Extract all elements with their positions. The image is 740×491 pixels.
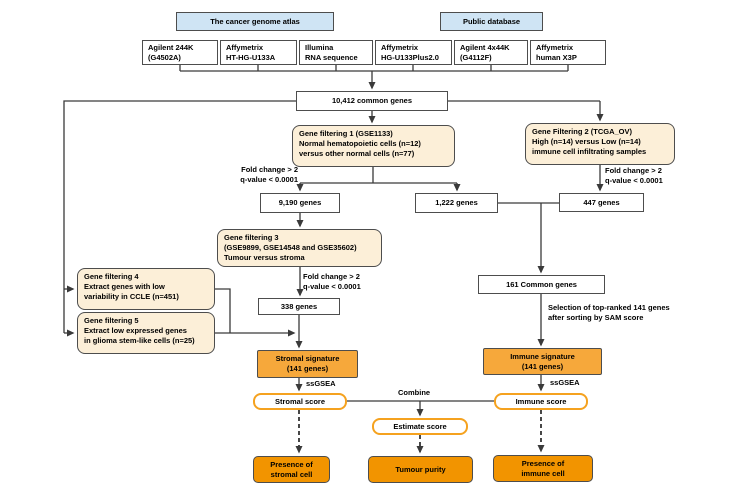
edge-label-line: q-value < 0.0001 <box>303 282 361 292</box>
platform-label: (G4502A) <box>148 52 181 62</box>
node-stromal-signature: Stromal signature (141 genes) <box>257 350 358 378</box>
edge-label-filter-2: Fold change > 2 q-value < 0.0001 <box>605 166 663 186</box>
node-estimate-score: Estimate score <box>372 418 468 435</box>
platform-label: Affymetrix <box>381 43 419 52</box>
node-immune-signature: Immune signature (141 genes) <box>483 348 602 375</box>
node-genes-447: 447 genes <box>559 193 644 212</box>
platform-label: Illumina <box>305 43 334 52</box>
node-label: stromal cell <box>270 469 313 479</box>
platform-agilent-4x44k: Agilent 4x44K (G4112F) <box>454 40 528 65</box>
edge-label-line: Fold change > 2 <box>303 272 360 281</box>
node-label: Gene filtering 1 (GSE1133) <box>299 129 393 138</box>
platform-label: HG-U133Plus2.0 <box>381 52 439 62</box>
node-label: Presence of <box>270 459 313 469</box>
node-common-genes-161: 161 Common genes <box>478 275 605 294</box>
node-label: 9,190 genes <box>278 198 322 208</box>
edge-label-filter-3: Fold change > 2 q-value < 0.0001 <box>303 272 361 292</box>
node-label: Stromal signature <box>275 354 340 364</box>
edge-label-combine: Combine <box>398 388 431 397</box>
node-label: Extract genes with low <box>84 281 165 291</box>
platform-affymetrix-hg-u133plus2: Affymetrix HG-U133Plus2.0 <box>375 40 452 65</box>
node-genes-9190: 9,190 genes <box>260 193 340 213</box>
node-label: Gene filtering 4 <box>84 272 139 281</box>
platform-illumina-rna-sequence: Illumina RNA sequence <box>299 40 373 65</box>
node-tumour-purity: Tumour purity <box>368 456 473 483</box>
edge-label-ssgsea-stromal: ssGSEA <box>306 379 336 388</box>
node-genes-1222: 1,222 genes <box>415 193 498 213</box>
node-label: High (n=14) versus Low (n=14) <box>532 136 641 146</box>
node-genes-338: 338 genes <box>258 298 340 315</box>
node-label: Estimate score <box>393 421 447 431</box>
node-label: (GSE9899, GSE14548 and GSE35602) <box>224 242 357 252</box>
node-label: Extract low expressed genes <box>84 325 187 335</box>
node-label: (141 genes) <box>521 361 564 371</box>
node-label: versus other normal cells (n=77) <box>299 148 415 158</box>
platform-label: Agilent 4x44K <box>460 43 510 52</box>
node-label: Gene filtering 5 <box>84 316 139 325</box>
node-label: (141 genes) <box>286 364 329 373</box>
node-label: Stromal score <box>274 396 326 406</box>
node-gene-filtering-4: Gene filtering 4 Extract genes with low … <box>77 268 215 310</box>
edge-label-ssgsea-immune: ssGSEA <box>550 378 580 387</box>
node-gene-filtering-2: Gene Filtering 2 (TCGA_OV) High (n=14) v… <box>525 123 675 165</box>
node-presence-of-stromal-cell: Presence of stromal cell <box>253 456 330 483</box>
node-label: 1,222 genes <box>435 198 478 208</box>
edge-label-line: Selection of top-ranked 141 genes <box>548 303 670 312</box>
node-gene-filtering-1: Gene filtering 1 (GSE1133) Normal hemato… <box>292 125 455 167</box>
node-label: Gene Filtering 2 (TCGA_OV) <box>532 127 633 136</box>
node-label: Tumour versus stroma <box>224 252 305 262</box>
node-label: 161 Common genes <box>506 279 577 289</box>
platform-label: HT-HG-U133A <box>226 52 276 62</box>
node-label: immune cell <box>521 468 565 478</box>
edge-label-line: Fold change > 2 <box>241 165 298 174</box>
platform-label: Affymetrix <box>536 43 574 52</box>
node-gene-filtering-3: Gene filtering 3 (GSE9899, GSE14548 and … <box>217 229 382 267</box>
node-label: Immune signature <box>510 351 575 361</box>
node-label: in glioma stem-like cells (n=25) <box>84 335 195 345</box>
edge-label-line: q-value < 0.0001 <box>240 175 298 185</box>
node-label: Gene filtering 3 <box>224 233 279 242</box>
node-gene-filtering-5: Gene filtering 5 Extract low expressed g… <box>77 312 215 354</box>
node-immune-score: Immune score <box>494 393 588 410</box>
node-label: Immune score <box>515 396 567 406</box>
edge-label-filter-1: Fold change > 2 q-value < 0.0001 <box>218 165 298 185</box>
edge-label-line: after sorting by SAM score <box>548 313 644 323</box>
platform-agilent-244k: Agilent 244K (G4502A) <box>142 40 218 65</box>
source-header-public-database: Public database <box>440 12 543 31</box>
platform-label: (G4112F) <box>460 52 492 62</box>
node-common-genes-10412: 10,412 common genes <box>296 91 448 111</box>
source-header-label: The cancer genome atlas <box>210 16 300 26</box>
edge-label-sam-selection: Selection of top-ranked 141 genes after … <box>548 303 670 323</box>
source-header-label: Public database <box>462 16 521 26</box>
node-presence-of-immune-cell: Presence of immune cell <box>493 455 593 482</box>
platform-label: human X3P <box>536 52 577 62</box>
source-header-tcga: The cancer genome atlas <box>176 12 334 31</box>
edge-label-line: q-value < 0.0001 <box>605 176 663 186</box>
node-label: variability in CCLE (n=451) <box>84 291 179 301</box>
edge-label-line: Fold change > 2 <box>605 166 662 175</box>
platform-affymetrix-ht-hg-u133a: Affymetrix HT-HG-U133A <box>220 40 297 65</box>
platform-label: Agilent 244K <box>148 43 194 52</box>
node-stromal-score: Stromal score <box>253 393 347 410</box>
platform-label: RNA sequence <box>305 52 358 62</box>
node-label: 338 genes <box>280 301 318 311</box>
node-label: Normal hematopoietic cells (n=12) <box>299 138 421 148</box>
node-label: 10,412 common genes <box>331 96 413 106</box>
platform-label: Affymetrix <box>226 43 264 52</box>
node-label: 447 genes <box>583 197 620 207</box>
node-label: immune cell infiltrating samples <box>532 146 647 156</box>
node-label: Tumour purity <box>395 464 446 474</box>
node-label: Presence of <box>521 458 565 468</box>
platform-affymetrix-human-x3p: Affymetrix human X3P <box>530 40 606 65</box>
